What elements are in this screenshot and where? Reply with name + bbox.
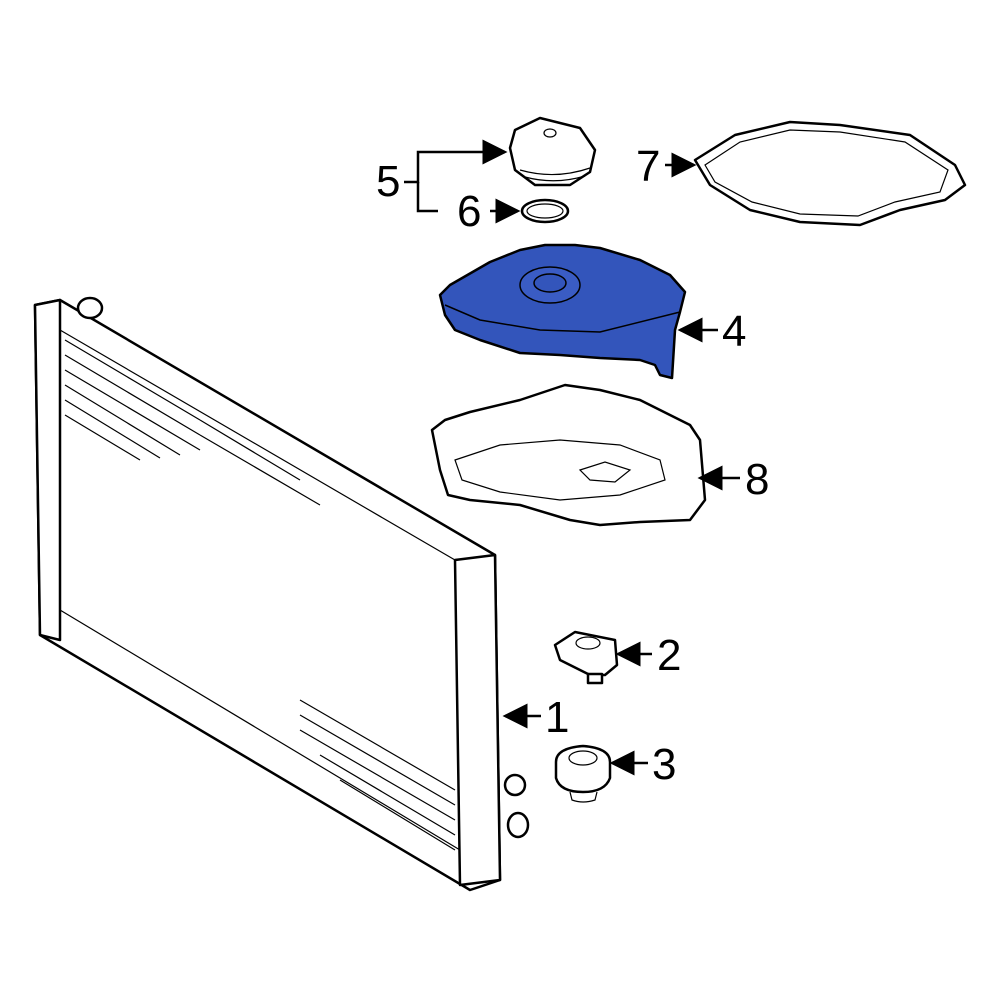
- callout-1: 1: [545, 693, 570, 742]
- reservoir-cover-part[interactable]: [693, 120, 967, 227]
- callout-4: 4: [722, 307, 747, 356]
- o-ring-part[interactable]: [520, 198, 570, 224]
- reservoir-cap-part[interactable]: [508, 116, 597, 187]
- mount-bracket-part[interactable]: [553, 630, 619, 685]
- reservoir-bracket-part[interactable]: [430, 383, 707, 527]
- callout-8: 8: [745, 455, 770, 504]
- leader-lines: [404, 139, 740, 776]
- coolant-reservoir-part[interactable]: [438, 243, 687, 380]
- callout-3: 3: [652, 740, 677, 789]
- callout-5: 5: [376, 157, 401, 206]
- grommet-part[interactable]: [554, 744, 612, 803]
- radiator-part[interactable]: [33, 296, 530, 892]
- callout-2: 2: [657, 631, 682, 680]
- callout-7: 7: [636, 142, 661, 191]
- callout-6: 6: [457, 187, 482, 236]
